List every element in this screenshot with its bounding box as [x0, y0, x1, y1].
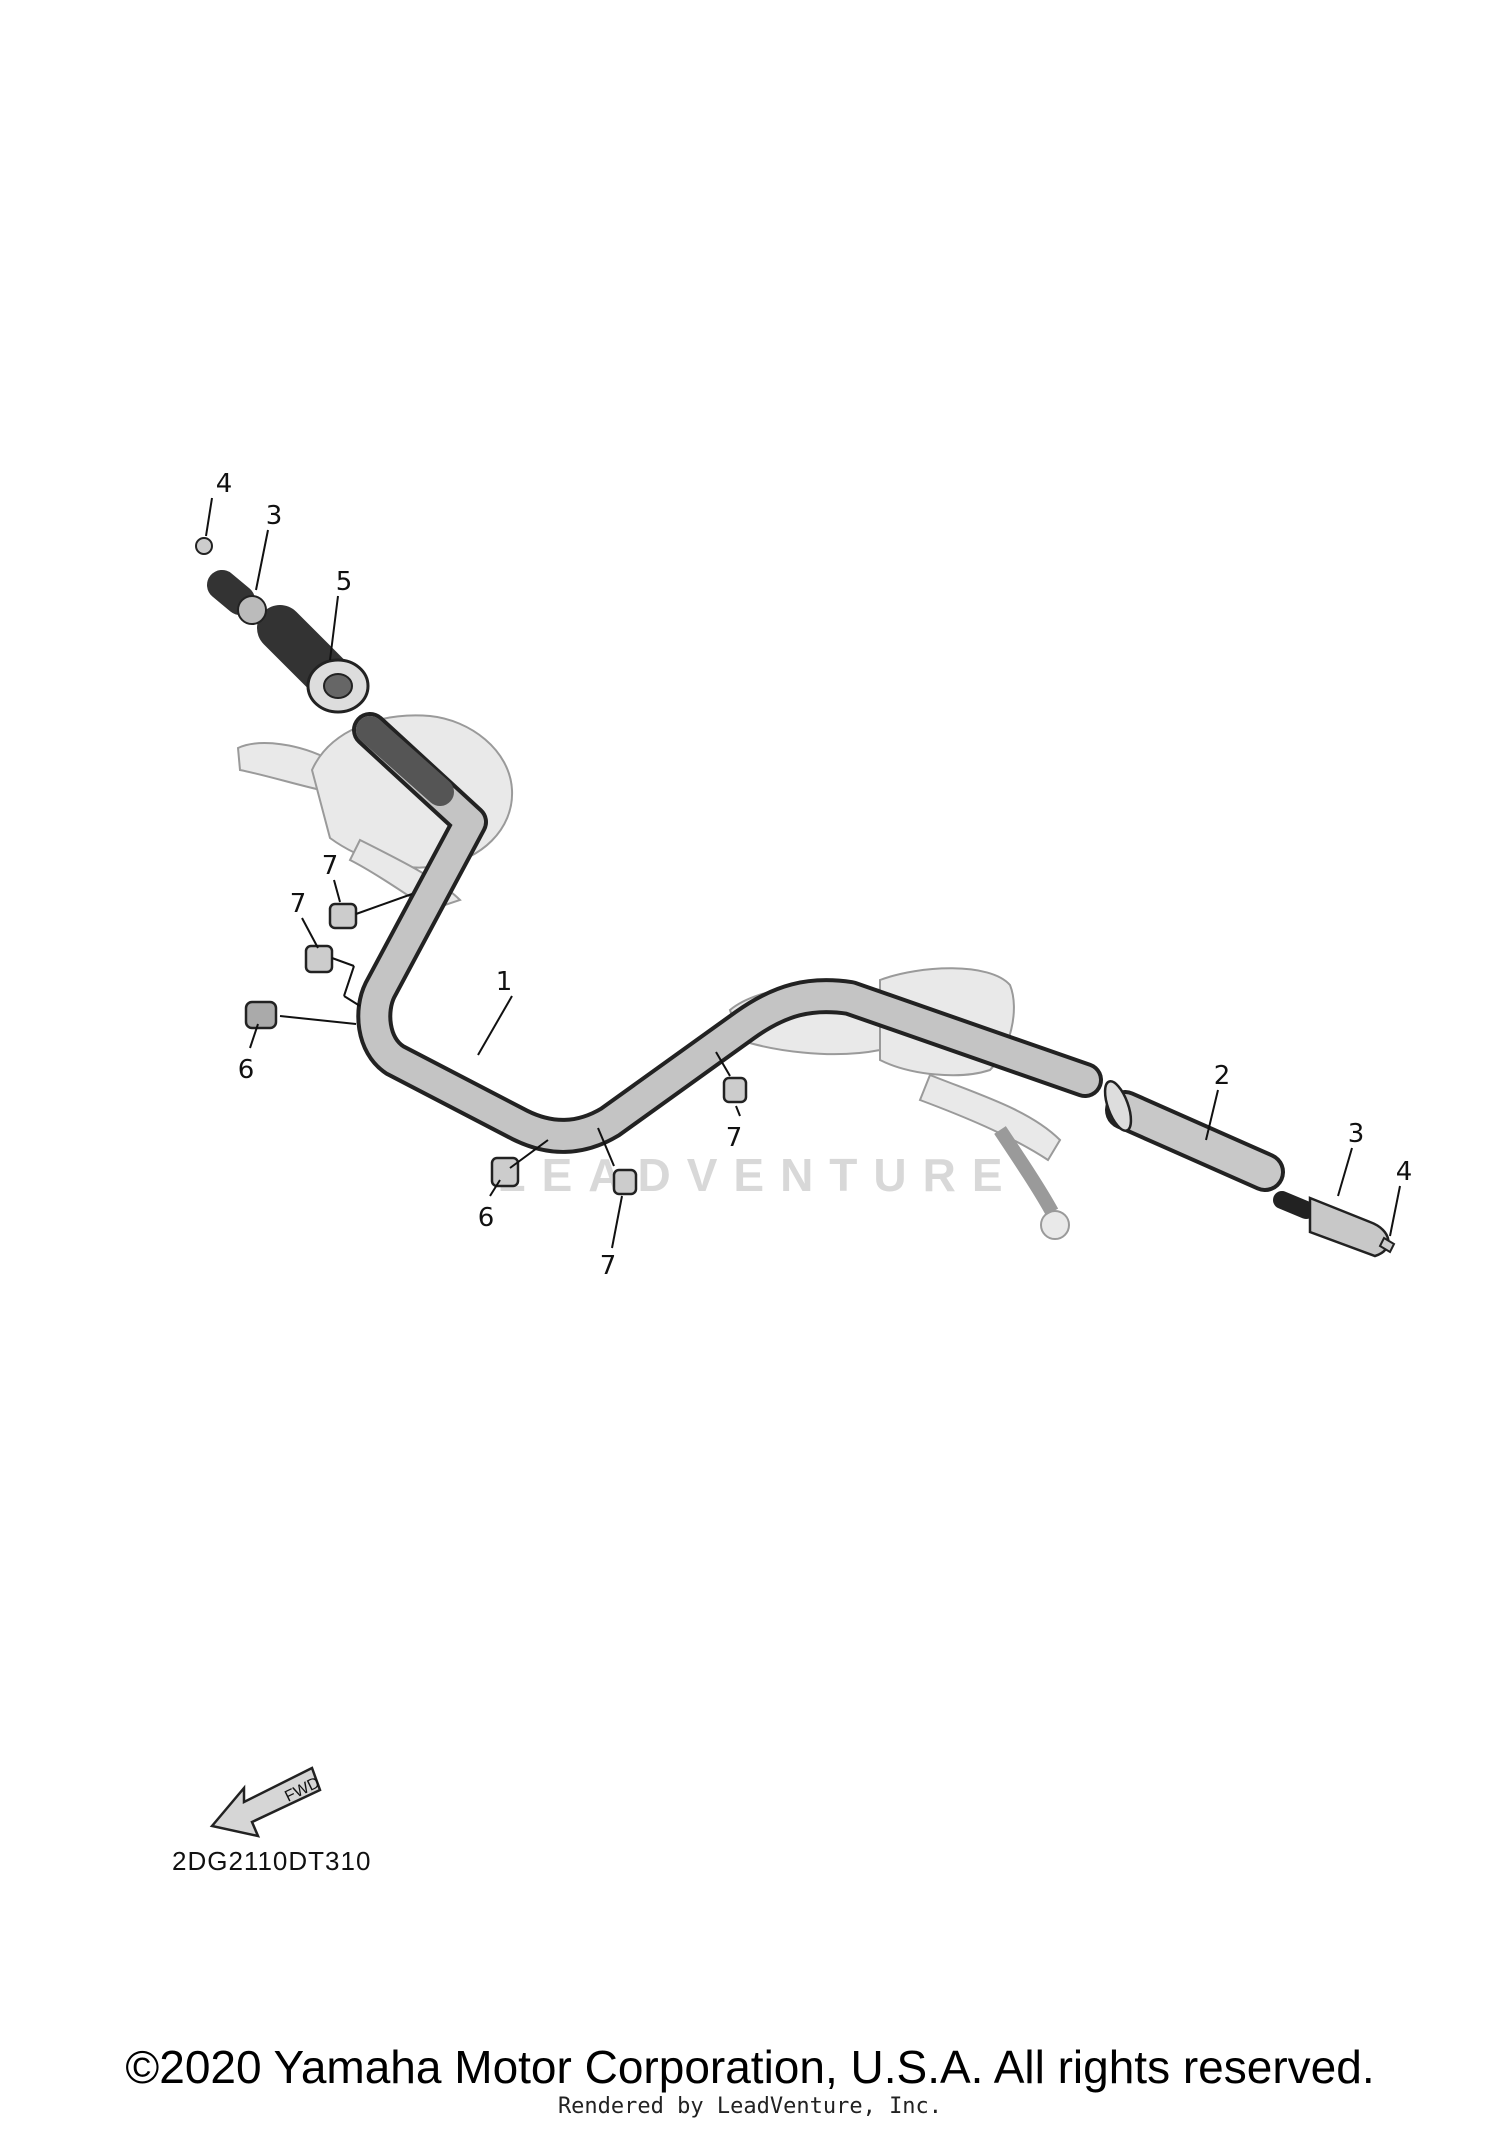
collar-center: [490, 1156, 520, 1188]
rendered-by-notice: Rendered by LeadVenture, Inc.: [557, 2094, 943, 2119]
watermark-text: LEADVENTURE: [497, 1149, 1019, 1201]
callout-7-upper: 7: [322, 851, 339, 881]
left-bar-end-weight: [207, 570, 267, 625]
handlebar: [352, 712, 1103, 1154]
diagram-code: 2DG2110DT310: [172, 1846, 372, 1876]
bushing-right: [722, 1076, 748, 1104]
callout-5: 5: [336, 567, 353, 597]
bushing-mid: [304, 944, 334, 974]
forward-arrow-icon: FWD: [209, 1766, 323, 1838]
callout-4-left: 4: [216, 469, 233, 499]
callout-3-left: 3: [266, 501, 283, 531]
collar-left: [244, 1000, 278, 1030]
callout-7-mid: 7: [290, 889, 307, 919]
right-grip: [1103, 1080, 1285, 1192]
callout-7-lower: 7: [600, 1251, 617, 1281]
callout-2: 2: [1214, 1061, 1231, 1091]
left-bar-end-screw: [195, 537, 213, 555]
callout-4-right: 4: [1396, 1157, 1413, 1187]
right-bar-end-weight: [1273, 1191, 1390, 1258]
bushing-upper: [328, 902, 358, 930]
copyright-notice: ©2020 Yamaha Motor Corporation, U.S.A. A…: [125, 2041, 1375, 2093]
callout-6-center: 6: [478, 1203, 495, 1233]
callouts: 1 2 3 3 4 4 5 6 6 7 7 7 7: [216, 469, 1413, 1281]
bushing-lower: [612, 1168, 638, 1196]
callout-6-left: 6: [238, 1055, 255, 1085]
right-bar-end-screw: [1378, 1236, 1396, 1254]
callout-3-right: 3: [1348, 1119, 1365, 1149]
left-grip: [257, 605, 370, 714]
callout-1: 1: [496, 967, 513, 997]
leader-lines: [205, 497, 1401, 1249]
callout-7-right: 7: [726, 1123, 743, 1153]
